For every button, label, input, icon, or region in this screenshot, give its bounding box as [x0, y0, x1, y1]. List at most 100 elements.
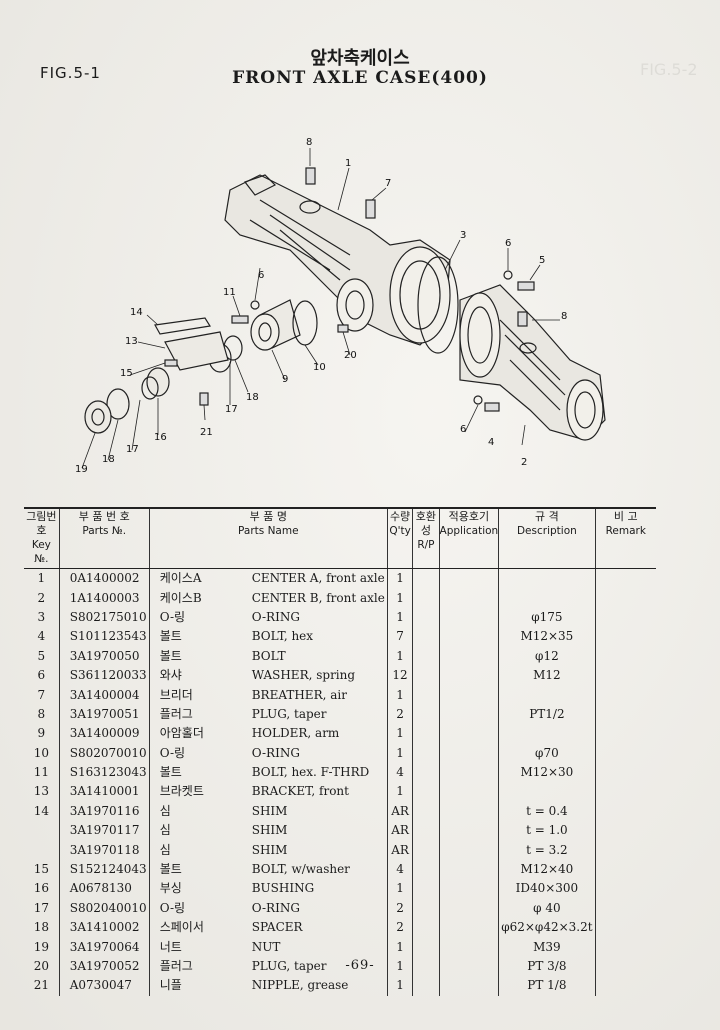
row-application [439, 937, 500, 957]
bolt-15 [164, 359, 178, 367]
row-application [439, 588, 500, 608]
header-qty: 수량 Q'ty [387, 507, 414, 569]
row-part-no: 3A1410002 [59, 918, 150, 938]
row-remark [595, 879, 656, 898]
row-key: 19 [24, 937, 60, 957]
row-part-no: A0678130 [59, 879, 150, 899]
row-remark [595, 608, 656, 627]
row-description [498, 782, 596, 802]
breather-7 [365, 199, 376, 219]
callout-19: 19 [75, 464, 88, 475]
row-remark [595, 821, 656, 840]
row-rp [412, 918, 440, 938]
part-name-english: SHIM [251, 842, 288, 857]
callout-14: 14 [130, 307, 143, 318]
part-name-korean: 심 [159, 842, 171, 857]
row-key: 1 [24, 568, 60, 589]
row-description: φ 40 [498, 898, 596, 919]
row-qty: 1 [387, 568, 414, 589]
parts-list-table-container: 그림번호 Key №. 부 품 번 호 Parts №. 부 품 명 Parts… [24, 507, 656, 996]
callout-9: 9 [282, 374, 288, 385]
row-description: φ70 [498, 743, 596, 763]
row-part-no: 1A1400003 [59, 588, 150, 608]
row-part-no: S101123543 [59, 627, 150, 647]
callout-16: 16 [154, 432, 167, 443]
part-name-english: PLUG, taper [251, 706, 327, 721]
row-rp [412, 859, 440, 880]
part-name-english: PLUG, taper [251, 959, 327, 973]
row-description: φ12 [498, 646, 596, 666]
part-name-korean: 볼트 [159, 629, 182, 644]
part-name-korean: 심 [159, 823, 171, 838]
row-description: M39 [498, 937, 596, 957]
row-qty: 1 [387, 646, 414, 666]
row-qty: AR [387, 821, 414, 841]
part-name-korean: 볼트 [159, 862, 182, 877]
row-rp [412, 627, 440, 647]
callout-5: 5 [539, 255, 545, 266]
row-rp [412, 782, 440, 802]
row-qty: AR [387, 840, 414, 860]
row-part-no: 3A1970050 [59, 646, 150, 666]
row-key: 15 [24, 859, 60, 880]
callout-6-left: 6 [258, 270, 264, 281]
row-qty: 1 [387, 743, 414, 763]
row-part-no: 3A1970052 [59, 956, 150, 977]
header-application: 적용호기 Application [439, 507, 500, 569]
row-description: M12×30 [498, 762, 596, 783]
part-name-korean: 볼트 [159, 648, 182, 663]
header-description: 규 격 Description [498, 507, 596, 569]
part-name-korean: 플러그 [159, 706, 193, 721]
row-key: 10 [24, 743, 60, 763]
callout-8-right: 8 [561, 311, 567, 322]
row-rp [412, 646, 440, 666]
row-application [439, 646, 500, 666]
row-remark [595, 976, 656, 995]
row-rp [412, 976, 440, 996]
row-description: t = 3.2 [498, 840, 596, 860]
callout-21: 21 [200, 427, 213, 438]
row-rp [412, 743, 440, 763]
row-description: φ175 [498, 607, 596, 628]
row-rp [412, 588, 440, 608]
row-qty: 4 [387, 762, 414, 783]
plug-8-right [517, 311, 528, 327]
row-rp [412, 724, 440, 744]
row-qty: 2 [387, 918, 414, 938]
row-remark [595, 937, 656, 956]
bolt-11 [231, 315, 249, 324]
part-name-english: WASHER, spring [251, 668, 356, 683]
row-application [439, 568, 500, 589]
callout-7: 7 [385, 178, 391, 189]
row-key: 13 [24, 782, 60, 802]
row-qty: 1 [387, 956, 414, 977]
row-remark [595, 724, 656, 743]
row-qty: 2 [387, 704, 414, 725]
plug-8-top [305, 167, 316, 185]
page-number: -69- [345, 958, 375, 973]
row-description: t = 0.4 [498, 801, 596, 822]
row-application [439, 607, 500, 628]
row-remark [595, 782, 656, 801]
part-name-korean: O-링 [159, 900, 186, 915]
part-name-english: O-RING [251, 745, 300, 760]
row-key: 14 [24, 801, 60, 822]
row-part-no: 3A1970117 [59, 821, 150, 841]
